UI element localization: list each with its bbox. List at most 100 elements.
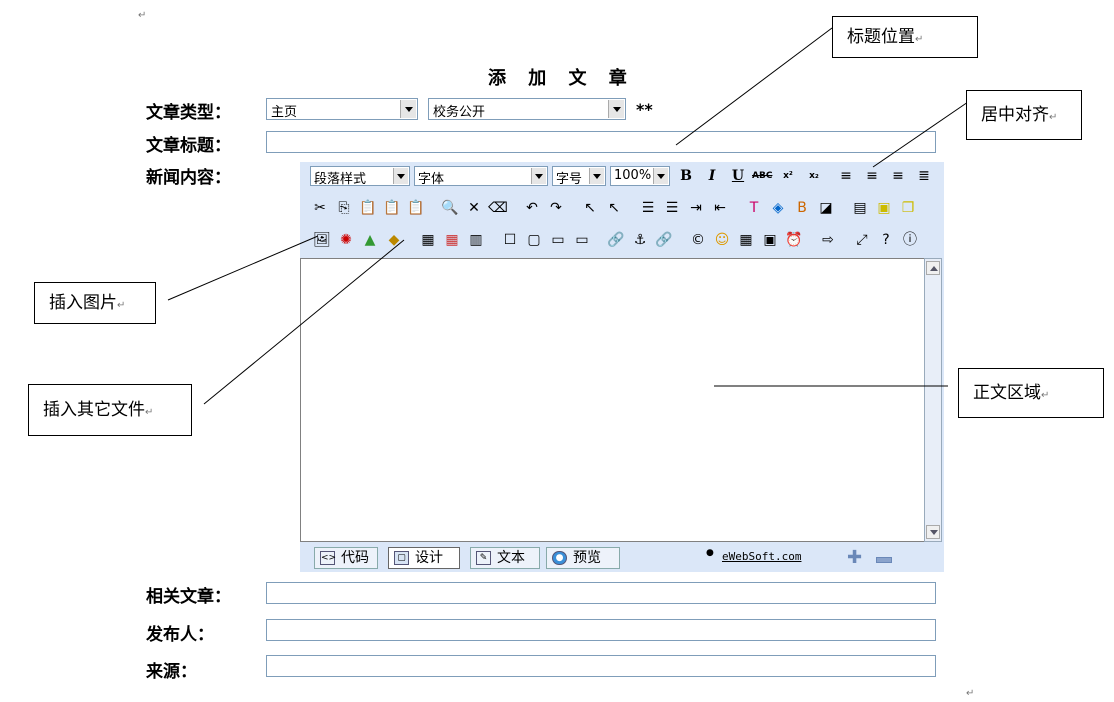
editor-scrollbar[interactable] — [924, 258, 942, 542]
insert-anchor-icon[interactable]: ⚓ — [633, 232, 647, 248]
indent-icon[interactable]: ⇥ — [690, 200, 702, 216]
remove-link-icon[interactable]: 🔗 — [655, 232, 673, 248]
eraser-icon[interactable]: ⌫ — [488, 200, 508, 216]
insert-iframe-icon[interactable]: ▢ — [527, 232, 541, 248]
special-char-icon[interactable]: © — [691, 232, 705, 248]
font-size-value: 字号 — [556, 172, 583, 187]
font-select[interactable]: 字体 — [414, 166, 548, 187]
insert-marquee-icon[interactable]: ▭ — [575, 232, 589, 248]
align-left-icon[interactable]: ≡ — [840, 168, 852, 184]
code-icon: <> — [320, 551, 337, 565]
highlight-icon[interactable]: ◪ — [819, 200, 833, 216]
source-input[interactable] — [266, 655, 936, 677]
article-title-label: 文章标题： — [146, 136, 231, 156]
chevron-down-icon[interactable] — [589, 168, 604, 184]
chevron-down-icon[interactable] — [393, 168, 408, 184]
callout-insert-image: 插入图片↵ — [34, 282, 156, 324]
insert-media-icon[interactable]: ▲ — [364, 232, 376, 248]
page-break-icon[interactable]: ⇨ — [822, 232, 834, 248]
paragraph-mark: ↵ — [1049, 112, 1058, 123]
chevron-down-icon[interactable] — [653, 168, 668, 184]
insert-form-icon[interactable]: ☐ — [503, 232, 517, 248]
fullscreen-icon[interactable]: ⤢ — [856, 232, 868, 248]
text-mode-button[interactable]: ✎ 文本 — [470, 547, 540, 569]
toolbar-row-3: 🖼 ✺ ▲ ◆ ▦ ▦ ▥ ☐ ▢ ▭ ▭ 🔗 ⚓ 🔗 © ☺ ▦ ▣ ⏰ ⇨ … — [310, 226, 940, 254]
italic-button[interactable]: I — [708, 168, 716, 184]
code-mode-button[interactable]: <> 代码 — [314, 547, 378, 569]
related-articles-input[interactable] — [266, 582, 936, 604]
design-mode-button[interactable]: ▢ 设计 — [388, 547, 460, 569]
unordered-list-icon[interactable]: ☰ — [665, 200, 679, 216]
publisher-input[interactable] — [266, 619, 936, 641]
copy-icon[interactable]: ⎘ — [338, 200, 350, 216]
table-cell-icon[interactable]: ▦ — [445, 232, 459, 248]
text-icon: ✎ — [476, 551, 491, 565]
article-title-input[interactable] — [266, 131, 936, 153]
paste-word-icon[interactable]: 📋 — [407, 200, 425, 216]
find-icon[interactable]: 🔍 — [441, 200, 459, 216]
insert-excel-icon[interactable]: ▦ — [739, 232, 753, 248]
cut-icon[interactable]: ✂ — [314, 200, 326, 216]
insert-flash-icon[interactable]: ✺ — [340, 232, 352, 248]
redo-icon[interactable]: ↷ — [550, 200, 562, 216]
insert-table-icon[interactable]: ▦ — [421, 232, 435, 248]
absolute-position-icon[interactable]: ↖ — [608, 200, 620, 216]
insert-hr-icon[interactable]: ▭ — [551, 232, 565, 248]
ordered-list-icon[interactable]: ☰ — [641, 200, 655, 216]
align-center-icon[interactable]: ≡ — [866, 168, 878, 184]
source-label: 来源： — [146, 662, 197, 682]
emoticon-icon[interactable]: ☺ — [714, 232, 730, 248]
insert-file-icon[interactable]: ◆ — [388, 232, 400, 248]
layer-stack-icon[interactable]: ❐ — [901, 200, 915, 216]
layer-icon[interactable]: ▣ — [877, 200, 891, 216]
publisher-label: 发布人： — [146, 625, 214, 645]
editor-mode-bar: <> 代码 ▢ 设计 ✎ 文本 ● 预览 ● eWebSoft.com ✚ — [300, 544, 944, 572]
fill-color-icon[interactable]: ◈ — [772, 200, 784, 216]
article-subtype-select[interactable]: 校务公开 — [428, 98, 626, 120]
rich-text-editor: 段落样式 字体 字号 100% B I U ABC x² x₂ ≡ ≡ ≡ ≣ … — [300, 162, 944, 572]
delete-icon[interactable]: ✕ — [468, 200, 480, 216]
subscript-button[interactable]: x₂ — [809, 171, 819, 181]
zoom-select[interactable]: 100% — [610, 166, 670, 186]
outdent-icon[interactable]: ⇤ — [714, 200, 726, 216]
undo-icon[interactable]: ↶ — [526, 200, 538, 216]
ewebsoft-logo-icon: ● — [706, 548, 714, 558]
minus-icon[interactable] — [876, 557, 892, 563]
plus-icon[interactable]: ✚ — [847, 547, 863, 568]
brand-link[interactable]: eWebSoft.com — [722, 550, 802, 563]
article-type-select[interactable]: 主页 — [266, 98, 418, 120]
callout-insert-image-text: 插入图片 — [49, 293, 117, 313]
page-properties-icon[interactable]: ▤ — [853, 200, 867, 216]
scroll-up-icon[interactable] — [926, 261, 940, 275]
align-right-icon[interactable]: ≡ — [892, 168, 904, 184]
insert-link-icon[interactable]: 🔗 — [607, 232, 625, 248]
background-color-icon[interactable]: B — [797, 200, 807, 216]
page-title: 添 加 文 章 — [488, 68, 635, 89]
paste-icon[interactable]: 📋 — [359, 200, 377, 216]
preview-mode-button[interactable]: ● 预览 — [546, 547, 620, 569]
paragraph-style-value: 段落样式 — [314, 172, 367, 187]
chevron-down-icon[interactable] — [400, 100, 416, 118]
callout-body-area-text: 正文区域 — [973, 383, 1041, 403]
table-grid-icon[interactable]: ▥ — [469, 232, 483, 248]
strikethrough-button[interactable]: ABC — [752, 171, 773, 181]
paste-text-icon[interactable]: 📋 — [383, 200, 401, 216]
chevron-down-icon[interactable] — [531, 168, 546, 184]
select-icon[interactable]: ↖ — [584, 200, 596, 216]
text-color-icon[interactable]: T — [749, 200, 759, 216]
code-mode-label: 代码 — [341, 550, 369, 566]
bold-button[interactable]: B — [680, 168, 692, 184]
editor-content-area[interactable] — [300, 258, 924, 542]
about-icon[interactable]: ⓘ — [903, 232, 917, 248]
chevron-down-icon[interactable] — [608, 100, 624, 118]
underline-button[interactable]: U — [731, 168, 745, 184]
insert-time-icon[interactable]: ⏰ — [785, 232, 803, 248]
help-icon[interactable]: ? — [882, 232, 890, 248]
insert-date-icon[interactable]: ▣ — [763, 232, 777, 248]
text-mode-label: 文本 — [497, 550, 525, 566]
superscript-button[interactable]: x² — [783, 171, 793, 181]
paragraph-style-select[interactable]: 段落样式 — [310, 166, 410, 187]
scroll-down-icon[interactable] — [926, 525, 940, 539]
font-size-select[interactable]: 字号 — [552, 166, 606, 187]
align-justify-icon[interactable]: ≣ — [918, 168, 930, 184]
